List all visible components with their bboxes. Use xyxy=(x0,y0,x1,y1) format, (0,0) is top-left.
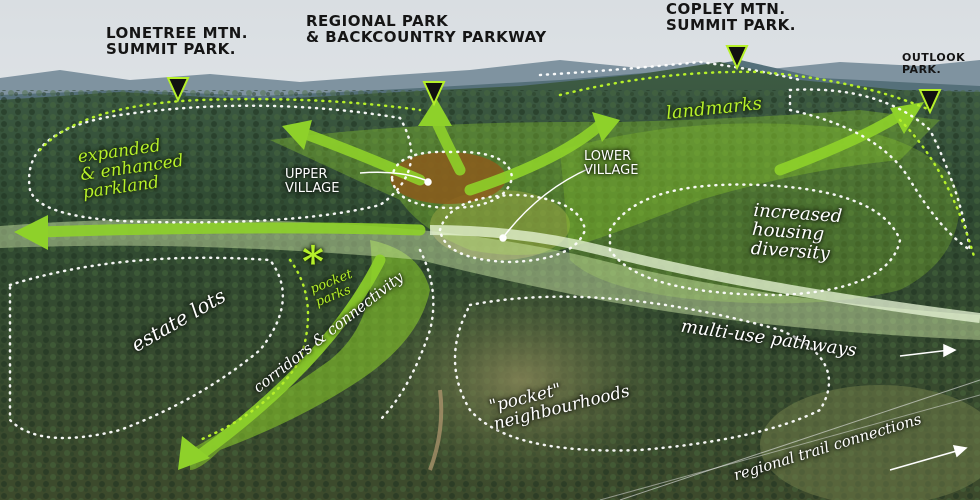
zone-outlines xyxy=(8,60,972,452)
asterisk-icon: * xyxy=(302,237,324,286)
multi-use-pathway-band xyxy=(0,218,980,340)
upper-village-label: UPPER VILLAGE xyxy=(285,167,340,196)
corridor-zone xyxy=(190,240,430,470)
arrow-heads xyxy=(14,98,924,470)
triangle-marker-icon xyxy=(920,90,940,112)
parkland-zone xyxy=(270,110,940,255)
outlook-park-label: OUTLOOK PARK. xyxy=(902,51,966,76)
green-arrows xyxy=(34,109,906,461)
leader-lines xyxy=(359,167,968,471)
housing-diversity-label: increased housing diversity xyxy=(750,199,843,265)
green-dotted-outlines xyxy=(38,70,977,442)
triangle-marker-icon xyxy=(727,46,747,68)
triangle-marker-icon xyxy=(168,78,188,100)
triangle-marker-icon xyxy=(424,82,444,104)
lonetree-summit-label: LONETREE MTN. SUMMIT PARK. xyxy=(106,24,248,58)
lower-village-label: LOWER VILLAGE xyxy=(584,149,639,178)
summit-markers xyxy=(168,46,940,112)
regional-park-label: REGIONAL PARK & BACKCOUNTRY PARKWAY xyxy=(306,12,547,46)
copley-summit-label: COPLEY MTN. SUMMIT PARK. xyxy=(666,0,796,34)
